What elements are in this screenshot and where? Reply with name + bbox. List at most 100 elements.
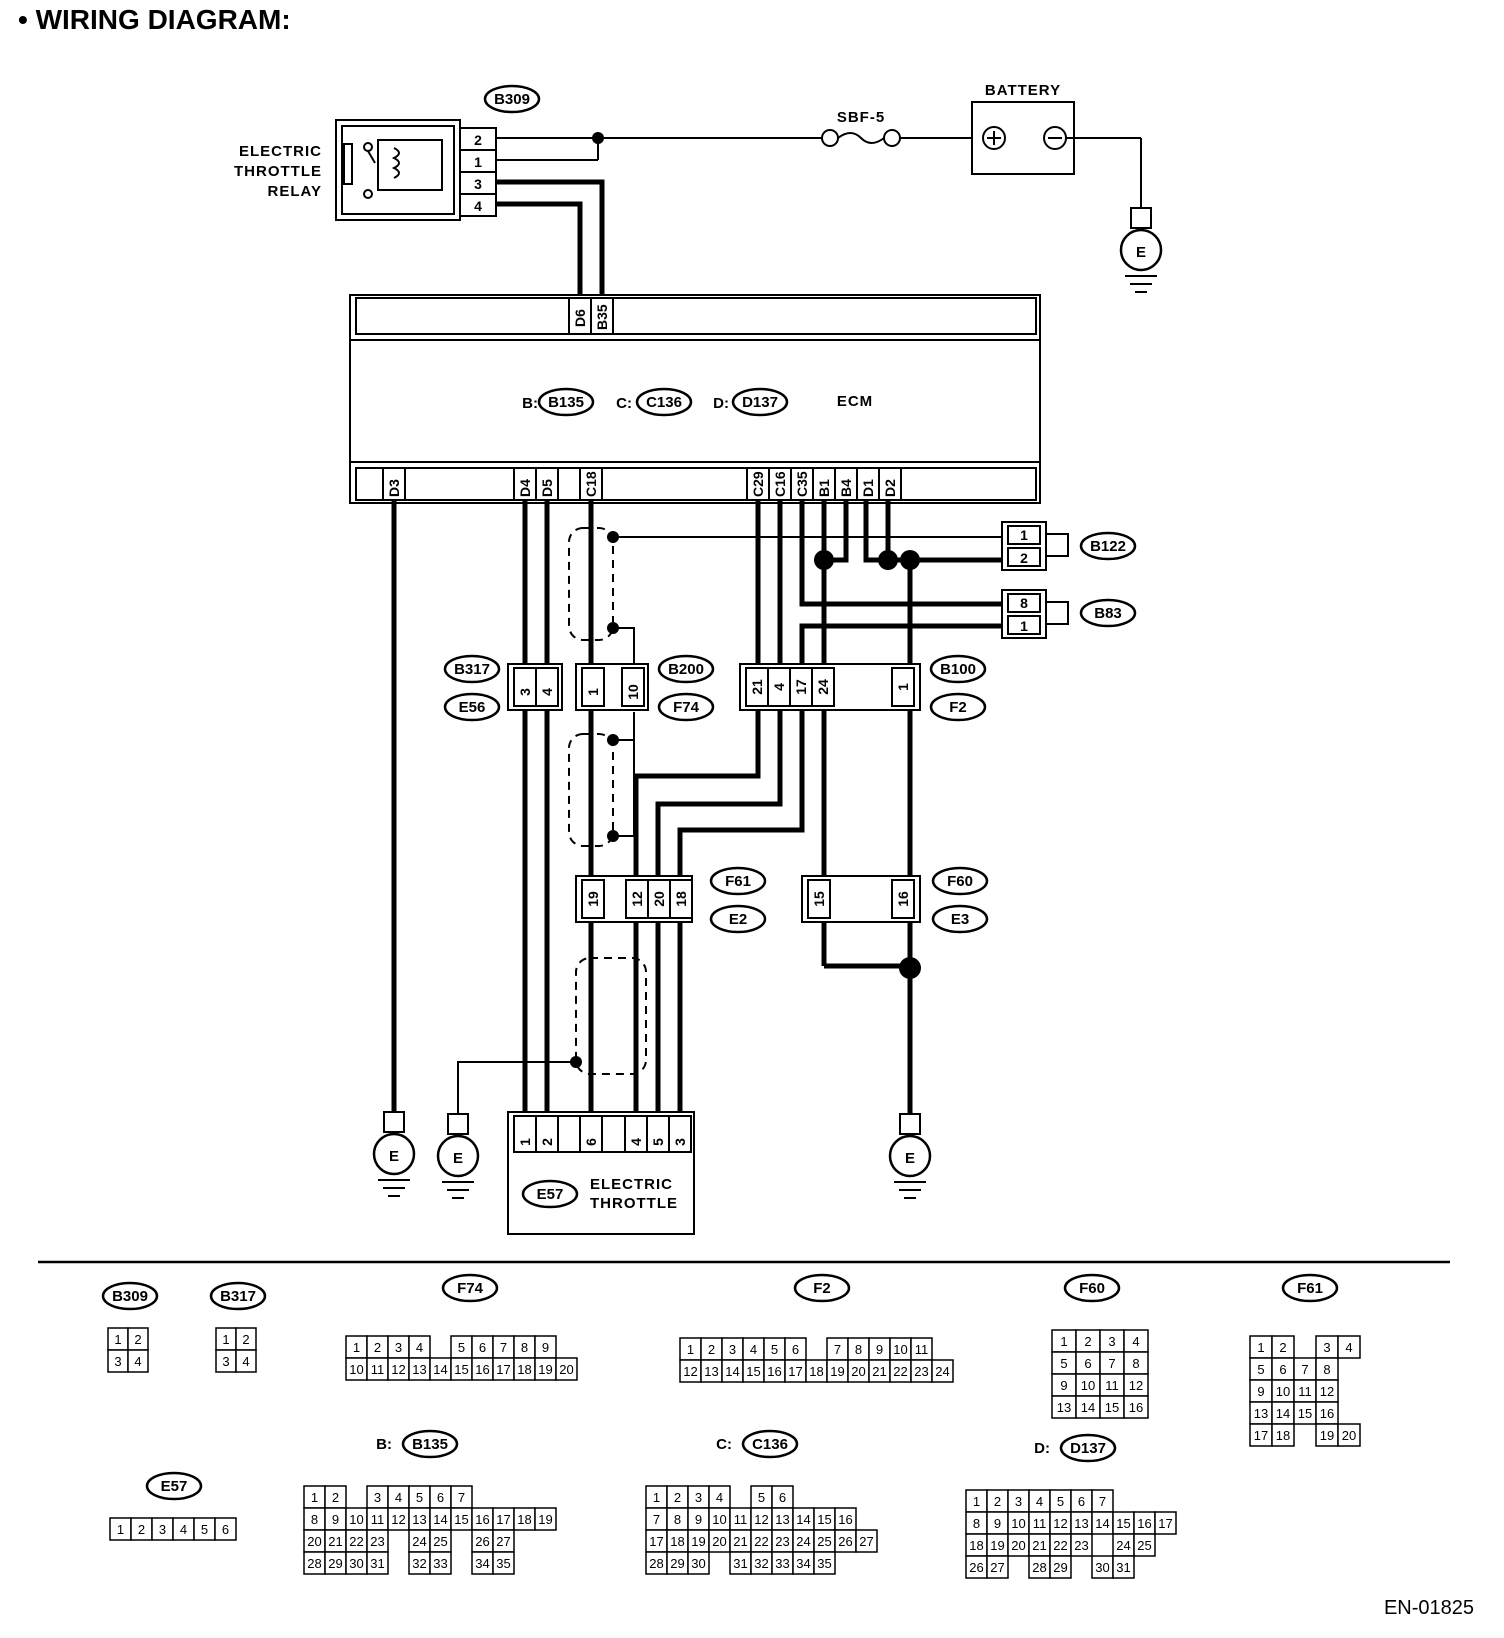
f61-pin: 20 [651, 891, 667, 907]
connector-cavity: 18 [809, 1364, 823, 1379]
relay-label-line3: RELAY [268, 183, 322, 200]
connector-cavity: 21 [733, 1534, 747, 1549]
connector-cavity: 12 [391, 1512, 405, 1527]
connector-cavity: 30 [1095, 1560, 1109, 1575]
relay-label-line1: ELECTRIC [239, 143, 322, 160]
connector-b100-f2: 21 4 17 24 1 B100 F2 [739, 654, 987, 722]
connector-cavity: 16 [475, 1512, 489, 1527]
connector-id-b309: B309 [494, 91, 530, 108]
connector-cavity: 11 [915, 1342, 929, 1357]
connector-cavity: 22 [1053, 1538, 1067, 1553]
connector-cavity: 11 [1105, 1378, 1119, 1393]
connector-cavity: 15 [1105, 1400, 1119, 1415]
connector-cavity: 17 [1158, 1516, 1172, 1531]
ground-label: E [389, 1148, 399, 1165]
connector-cavity: 3 [114, 1354, 121, 1369]
ecm-connector-id: D137 [742, 394, 778, 411]
connector-cavity: 9 [994, 1516, 1001, 1531]
connector-cavity: 20 [307, 1534, 321, 1549]
connector-cavity: 19 [538, 1362, 552, 1377]
f61-pin: 19 [585, 891, 601, 907]
connector-cavity: 34 [796, 1556, 810, 1571]
connector-b122: 1 2 B122 [1001, 521, 1137, 571]
connector-cavity: 5 [1057, 1494, 1064, 1509]
connector-cavity: 28 [307, 1556, 321, 1571]
connector-cavity: 12 [391, 1362, 405, 1377]
connector-cavity: 7 [458, 1490, 465, 1505]
ecm-bottom-pin: B4 [838, 479, 854, 497]
connector-cavity: 10 [1081, 1378, 1095, 1393]
connector-cavity: 9 [1257, 1384, 1264, 1399]
connector-cavity: 31 [1116, 1560, 1130, 1575]
connector-cavity: 7 [834, 1342, 841, 1357]
connector-cavity: 3 [374, 1490, 381, 1505]
connector-cavity: 8 [311, 1512, 318, 1527]
connector-cavity: 27 [496, 1534, 510, 1549]
connector-cavity: 18 [969, 1538, 983, 1553]
connector-cavity: 8 [855, 1342, 862, 1357]
fuse-label: SBF-5 [837, 109, 885, 126]
f61-pin: 12 [629, 891, 645, 907]
connector-cavity: 24 [1116, 1538, 1130, 1553]
connector-id: F61 [725, 873, 751, 890]
connector-cavity: 3 [222, 1354, 229, 1369]
connector-cavity: 34 [475, 1556, 489, 1571]
connector-b83: 8 1 B83 [1001, 589, 1137, 639]
connector-cavity: 17 [649, 1534, 663, 1549]
connector-id: E3 [951, 911, 969, 928]
connector-cavity: 7 [653, 1512, 660, 1527]
connector-cavity: 8 [521, 1340, 528, 1355]
connector-cavity: 9 [695, 1512, 702, 1527]
connector-cavity: 6 [1084, 1356, 1091, 1371]
connector-cavity: 30 [691, 1556, 705, 1571]
connector-cavity: 4 [716, 1490, 723, 1505]
connector-cavity: 20 [851, 1364, 865, 1379]
connector-cavity: 5 [758, 1490, 765, 1505]
connector-cavity: 23 [1074, 1538, 1088, 1553]
connector-cavity: 20 [1011, 1538, 1025, 1553]
connector-cavity: 33 [775, 1556, 789, 1571]
connector-cavity: 32 [412, 1556, 426, 1571]
connector-cavity: 2 [242, 1332, 249, 1347]
connector-cavity: 17 [496, 1512, 510, 1527]
throttle-pin: 4 [628, 1138, 644, 1146]
connector-cavity: 24 [935, 1364, 949, 1379]
ecm-bottom-pin: D4 [517, 479, 533, 497]
connector-cavity: 5 [771, 1342, 778, 1357]
connector-cavity: 12 [1320, 1384, 1334, 1399]
connector-cavity: 5 [416, 1490, 423, 1505]
connector-cavity: 6 [779, 1490, 786, 1505]
connector-cavity: 15 [454, 1362, 468, 1377]
connector-view-id: F74 [457, 1280, 484, 1297]
connector-cavity: 22 [893, 1364, 907, 1379]
splice-point [592, 132, 604, 144]
connector-cavity: 15 [1298, 1406, 1312, 1421]
connector-cavity: 1 [311, 1490, 318, 1505]
ecm-connector-id: C136 [646, 394, 682, 411]
connector-cavity: 3 [1323, 1340, 1330, 1355]
b83-pin: 8 [1020, 595, 1028, 611]
f60-pin: 16 [895, 891, 911, 907]
connector-cavity: 20 [1342, 1428, 1356, 1443]
connector-cavity: 16 [767, 1364, 781, 1379]
battery-label: BATTERY [985, 82, 1061, 99]
connector-cavity: 14 [725, 1364, 739, 1379]
ecm-connector-id: B135 [548, 394, 584, 411]
power-wiring: SBF-5 BATTERY [496, 82, 1142, 208]
relay-label-line2: THROTTLE [234, 163, 322, 180]
connector-id: F74 [673, 699, 700, 716]
connector-cavity: 4 [1132, 1334, 1139, 1349]
relay-ecm-wiring [496, 179, 605, 300]
connector-view-id: E57 [161, 1478, 188, 1495]
connector-cavity: 7 [1099, 1494, 1106, 1509]
connector-cavity: 11 [734, 1512, 748, 1527]
connector-cavity: 14 [433, 1512, 447, 1527]
connector-cavity: 14 [1081, 1400, 1095, 1415]
ground-icon: E [436, 1113, 480, 1199]
ecm-bottom-pin: D2 [882, 479, 898, 497]
b100-pin: 1 [895, 683, 911, 691]
connector-cavity: 9 [332, 1512, 339, 1527]
